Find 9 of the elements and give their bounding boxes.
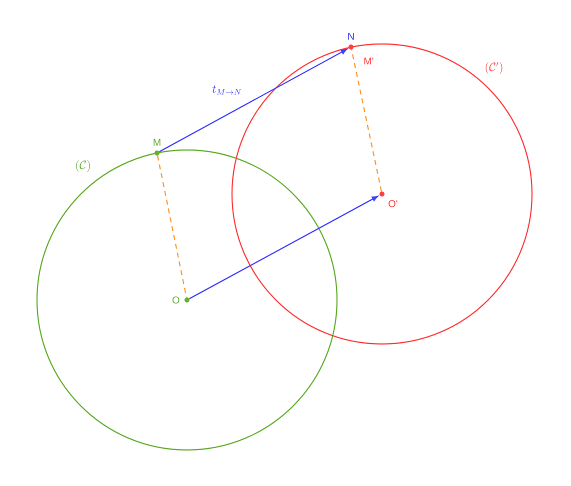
node-label: M [154, 138, 160, 146]
point-label: M' [364, 58, 374, 64]
node-label: O [172, 296, 180, 304]
arrow [189, 196, 378, 300]
point: O [172, 296, 190, 304]
arrow [159, 48, 348, 152]
node-label: N [348, 32, 354, 40]
point: O' [380, 192, 398, 208]
node-label: O' [388, 200, 398, 208]
